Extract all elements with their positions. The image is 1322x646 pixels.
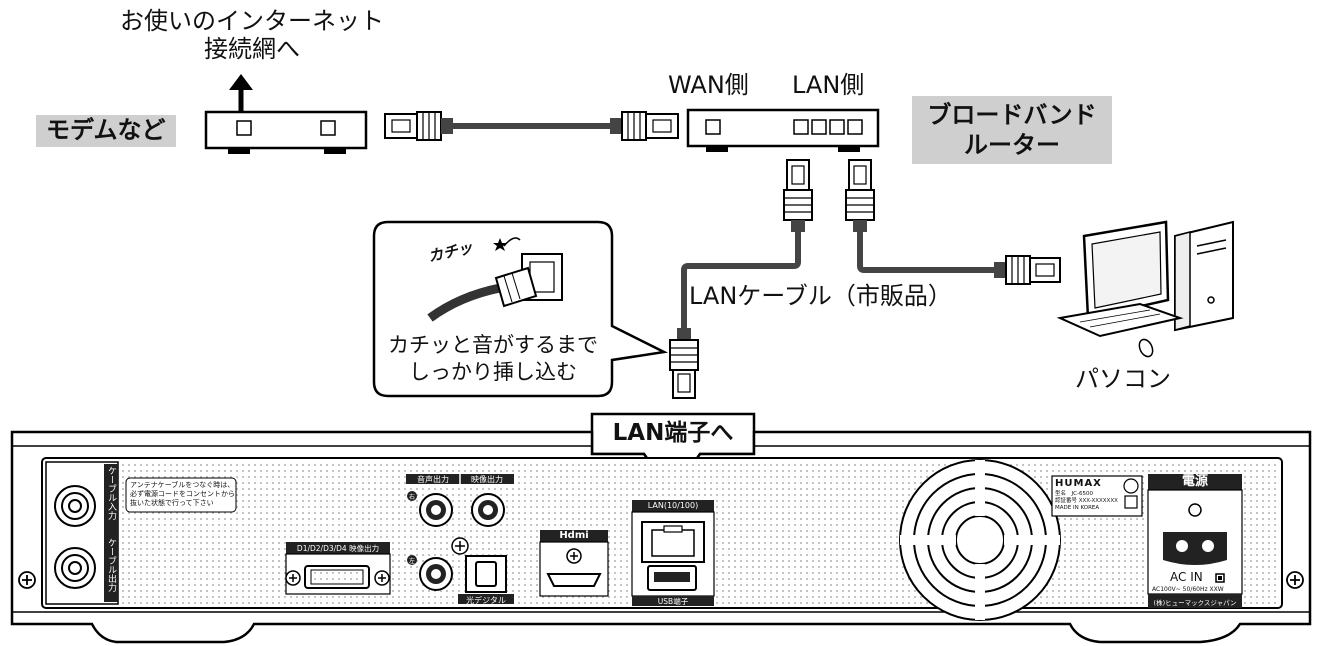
made-in-line: MADE IN KOREA	[1055, 505, 1100, 511]
callout-line1: カチッと音がするまで	[388, 333, 598, 357]
ac-spec-label: AC100V~ 50/60Hz XXW	[1152, 586, 1224, 593]
company-label: (株)ヒューマックスジャパン	[1153, 599, 1237, 607]
ac-in-label: AC IN	[1170, 570, 1203, 584]
antenna-notice: アンテナケーブルをつなぐ時は、 必ず電源コードをコンセントから 抜いた状態で行っ…	[130, 481, 235, 508]
lan-port-callout-label: LAN端子へ	[612, 420, 734, 446]
router-device	[686, 108, 880, 152]
wan-side-label: WAN側	[668, 71, 749, 99]
router-tag-line1: ブロードバンド	[927, 101, 1097, 129]
lan-cable-to-pc	[857, 232, 994, 273]
internet-label: お使いのインターネット 接続網へ	[117, 7, 387, 63]
usb-label: USB端子	[657, 597, 689, 606]
pc-label: パソコン	[1075, 365, 1171, 393]
pc-icon	[1056, 220, 1234, 358]
callout-instruction: カチッと音がするまで しっかり挿し込む	[376, 332, 610, 387]
audio-left-mark: 左	[408, 558, 415, 565]
pc-lan-plug	[994, 255, 1061, 285]
hdmi-logo: Hdmi	[559, 530, 589, 541]
power-label: 電源	[1181, 474, 1208, 489]
lan-side-label: LAN側	[792, 71, 865, 99]
lan-port-label: LAN(10/100)	[647, 501, 699, 510]
modem-device	[204, 110, 368, 154]
stb-rear-panel	[10, 430, 1312, 644]
callout-line2: しっかり挿し込む	[409, 360, 577, 385]
cable-in-label: ケーブル入力	[106, 466, 116, 520]
router-tag: ブロードバンド ルーター	[912, 96, 1112, 164]
notice-line1: アンテナケーブルをつなぐ時は、	[130, 481, 235, 489]
audio-out-label: 音声出力	[417, 475, 449, 484]
d-terminal-label: D1/D2/D3/D4 映像出力	[296, 544, 380, 553]
video-out-label: 映像出力	[471, 475, 503, 484]
internet-label-line2: 接続網へ	[204, 34, 300, 63]
router-tag-line2: ルーター	[964, 131, 1060, 159]
optical-label: 光デジタル	[466, 596, 506, 605]
stb-lan-plug	[669, 328, 699, 399]
cert-line: 認証番号 XXX-XXXXXXX	[1055, 498, 1118, 504]
modem-router-cable	[384, 111, 679, 141]
lan-cable-to-stb	[681, 232, 801, 330]
model-line: 型名 JC-6500	[1055, 491, 1093, 497]
audio-right-mark: 右	[408, 494, 415, 501]
modem-tag: モデムなど	[36, 115, 176, 147]
brand-label: HUMAX	[1055, 478, 1102, 489]
internet-label-line1: お使いのインターネット	[120, 7, 384, 35]
internet-arrow	[229, 74, 253, 112]
rating-plate: 型名 JC-6500 認証番号 XXX-XXXXXXX MADE IN KORE…	[1055, 491, 1118, 512]
router-lan-plugs	[783, 159, 875, 232]
lan-cable-label: LANケーブル（市販品）	[689, 282, 952, 310]
click-callout-bubble	[372, 220, 669, 398]
notice-line2: 必ず電源コードをコンセントから	[130, 490, 235, 498]
cable-out-label: ケーブル出力	[106, 538, 116, 592]
notice-line3: 抜いた状態で行って下さい	[130, 499, 214, 507]
